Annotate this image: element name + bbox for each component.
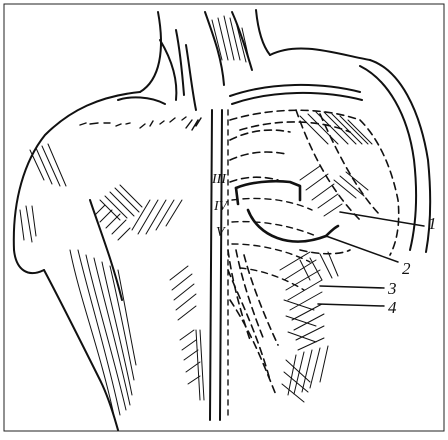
rib-labels: III IV V [211, 172, 229, 240]
clavicle-marks [80, 117, 201, 130]
callout-labels: 1 2 3 4 [387, 214, 437, 317]
callout-4: 4 [388, 298, 397, 317]
left-shoulder [14, 92, 165, 430]
left-arm-hatching [70, 250, 136, 420]
callout-2: 2 [402, 259, 411, 278]
leader-line-3 [320, 286, 384, 288]
right-rib-contours [232, 198, 316, 290]
right-neck [205, 10, 370, 85]
leader-line-4 [318, 304, 384, 306]
left-neck [140, 12, 196, 110]
right-lower-hatching [280, 252, 338, 402]
rib-label-iii: III [211, 172, 227, 187]
callout-3: 3 [387, 279, 397, 298]
right-neck-hatching [212, 16, 250, 64]
left-pectoral-hatching [20, 144, 182, 242]
rib-label-iv: IV [213, 199, 229, 214]
sternum-midline [210, 110, 222, 420]
right-shoulder [230, 60, 430, 252]
leader-line-1 [340, 212, 424, 226]
callout-1: 1 [428, 214, 437, 233]
leader-line-2 [326, 236, 398, 262]
rib-label-v: V [216, 225, 226, 240]
left-lateral-hatching [170, 266, 204, 400]
frame-border [4, 4, 444, 431]
highlighted-region [236, 181, 338, 241]
